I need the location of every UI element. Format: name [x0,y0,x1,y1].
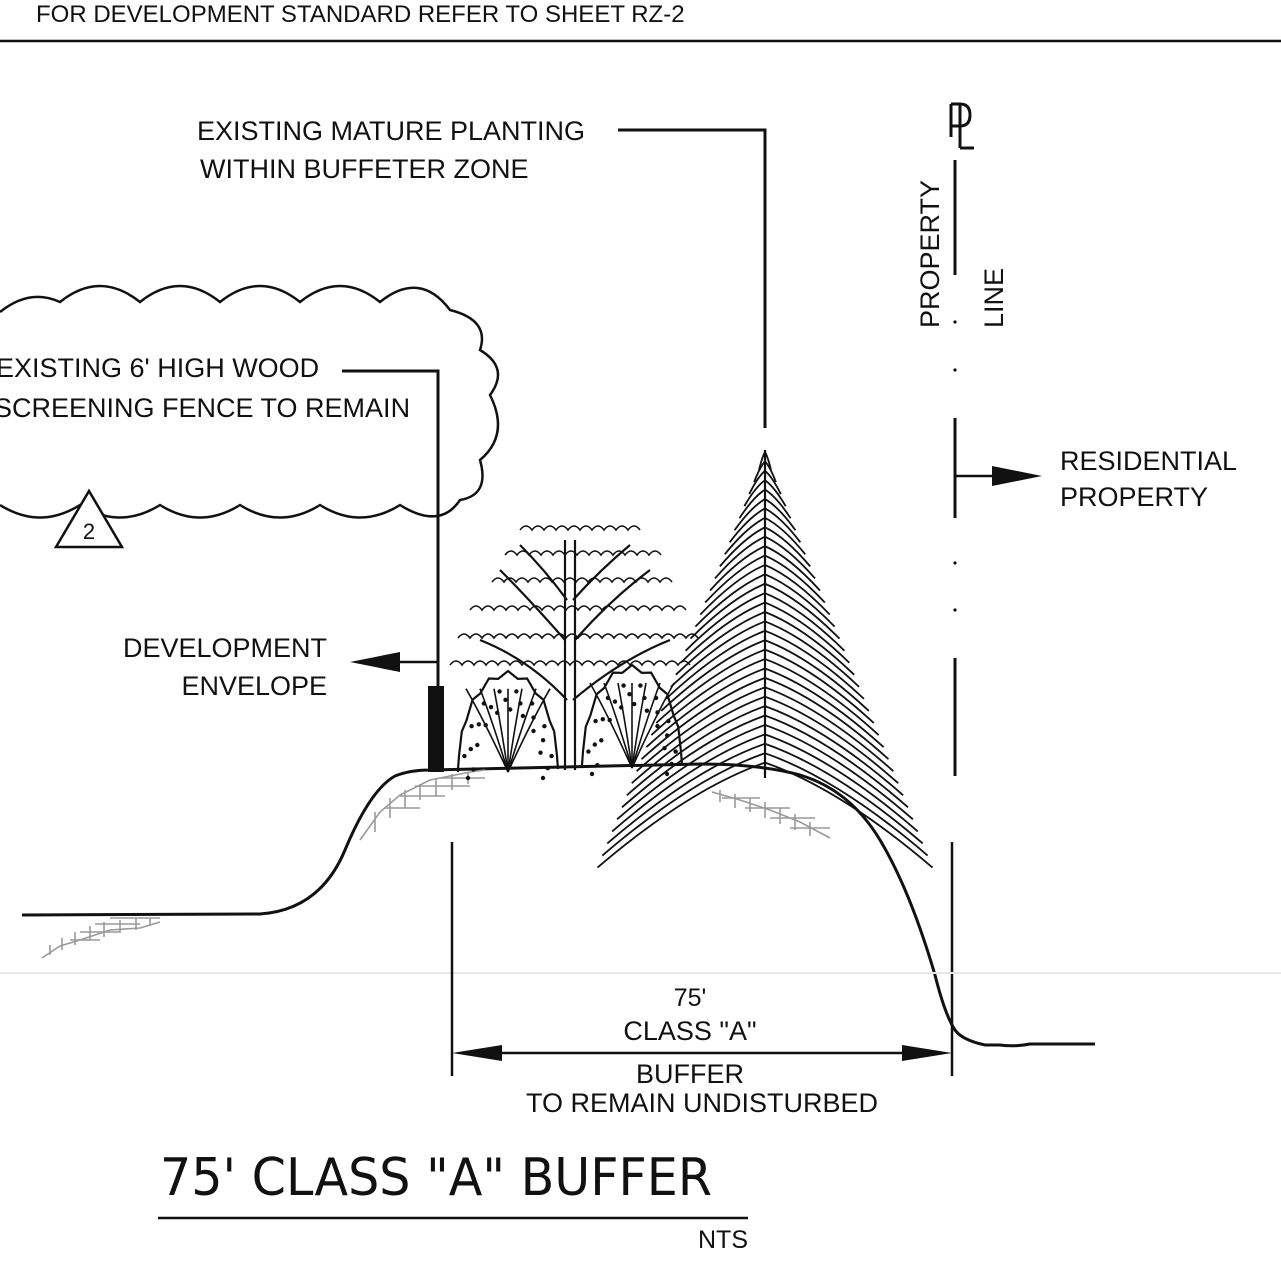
svg-text:2: 2 [83,519,95,544]
shrub-left [456,669,560,781]
deciduous-tree [479,540,671,770]
development-envelope-arrow [350,652,438,672]
evergreen-tree [596,450,934,869]
wood-fence [428,686,444,772]
dimension-buffer: BUFFER [636,1059,744,1089]
shrub-right [580,663,684,777]
fence-label-line1: EXISTING 6' HIGH WOOD [0,353,319,383]
line-word: LINE [979,268,1009,328]
property-line [950,160,957,1076]
buffer-dimension [450,842,952,1076]
soil-hatch-left [41,917,161,959]
soil-hatch-right [711,790,831,839]
header-note: FOR DEVELOPMENT STANDARD REFER TO SHEET … [36,1,685,28]
berm-ground-line [21,762,1095,1048]
property-word: PROPERTY [915,180,945,328]
dimension-class: CLASS "A" [623,1016,756,1046]
residential-arrow [955,466,1042,486]
residential-label-line2: PROPERTY [1060,482,1208,512]
drawing-title: 75' CLASS "A" BUFFER [160,1148,712,1208]
planting-label-line2: WITHIN BUFFETER ZONE [200,154,528,184]
fence-label-line2: SCREENING FENCE TO REMAIN [0,393,410,423]
revision-cloud [0,284,500,519]
residential-label-line1: RESIDENTIAL [1060,446,1237,476]
soil-hatch-berm [359,769,486,841]
development-label-line2: ENVELOPE [181,671,327,701]
foliage-clusters [449,525,699,667]
fence-leader [342,369,440,686]
dimension-note: TO REMAIN UNDISTURBED [526,1088,878,1118]
revision-triangle: 2 [53,488,125,549]
planting-label-line1: EXISTING MATURE PLANTING [197,116,585,146]
property-line-symbol: PL [949,102,974,150]
planting-leader [618,128,767,428]
scale-note: NTS [698,1226,748,1254]
dimension-distance: 75' [674,984,707,1012]
development-label-line1: DEVELOPMENT [123,633,327,663]
